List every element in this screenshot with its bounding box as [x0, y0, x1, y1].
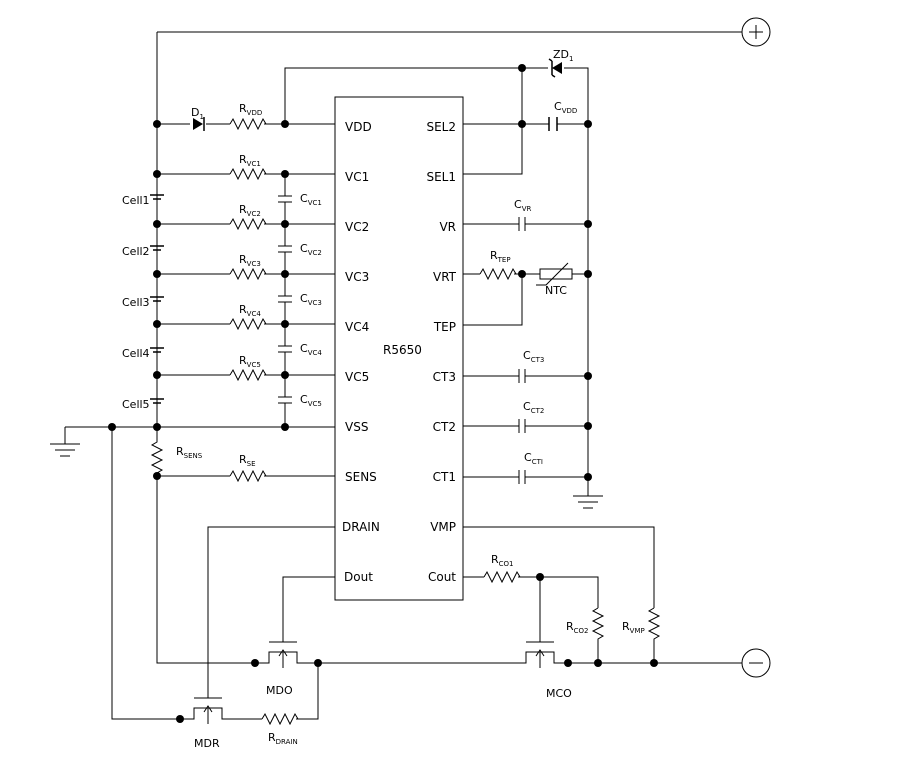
resistor-rdrain	[261, 712, 299, 726]
ic-body	[334, 96, 464, 601]
positive-terminal	[741, 17, 771, 47]
label-d1: D1	[191, 106, 204, 121]
label-rvmp: RVMP	[622, 620, 645, 635]
pin-vdd: VDD	[345, 120, 372, 134]
label-rvc4: RVC4	[239, 303, 261, 318]
ground-left	[50, 427, 80, 457]
label-rvdd: RVDD	[239, 102, 262, 117]
resistor-rsens	[150, 427, 164, 476]
ground-right	[573, 478, 603, 509]
label-mdo: MDO	[266, 684, 293, 697]
pin-sens: SENS	[345, 470, 377, 484]
label-cvc1: CVC1	[300, 192, 322, 207]
zener-zd1	[548, 58, 562, 78]
resistor-rtep	[479, 267, 517, 281]
mdr-line	[111, 427, 319, 720]
cell2-label: Cell2	[122, 245, 150, 258]
dout-line	[282, 576, 335, 642]
drain-line	[207, 526, 335, 698]
pin-vmp: VMP	[430, 520, 456, 534]
ic-name: R5650	[383, 343, 422, 357]
pin-vc5: VC5	[345, 370, 369, 384]
capacitor-cct1	[518, 470, 526, 484]
label-cct2: CCT2	[523, 400, 544, 415]
pin-vss: VSS	[345, 420, 368, 434]
mdo-arrow	[278, 649, 288, 668]
label-rse: RSE	[239, 453, 256, 468]
label-rvc2: RVC2	[239, 203, 261, 218]
vc-junctions	[108, 170, 289, 431]
resistor-rco1	[483, 570, 521, 584]
label-rco1: RCO1	[491, 553, 514, 568]
vc-lines	[65, 173, 335, 428]
pin-ct1: CT1	[433, 470, 456, 484]
capacitor-cvdd	[548, 117, 558, 131]
label-rdrain: RDRAIN	[268, 731, 298, 746]
pin-tep: TEP	[433, 320, 456, 334]
cell5-label: Cell5	[122, 398, 150, 411]
cell1-label: Cell1	[122, 194, 150, 207]
cout-line	[463, 576, 599, 608]
label-zd1: ZD1	[553, 48, 573, 63]
label-rco2: RCO2	[566, 620, 589, 635]
mdr-arrow	[203, 705, 213, 724]
label-cvc2: CVC2	[300, 242, 322, 257]
label-ntc: NTC	[545, 284, 567, 297]
label-rvc3: RVC3	[239, 253, 261, 268]
label-rvc5: RVC5	[239, 354, 261, 369]
ic-left-pins: VDD VC1 VC2 VC3 VC4 VC5 VSS SENS DRAIN D…	[342, 120, 380, 584]
label-cvr: CVR	[514, 198, 531, 213]
vc-resistors	[229, 167, 267, 382]
label-cct3: CCT3	[523, 349, 544, 364]
vmp-line	[463, 526, 655, 608]
capacitor-cvr	[518, 217, 526, 231]
pin-ct2: CT2	[433, 420, 456, 434]
pin-drain: DRAIN	[342, 520, 380, 534]
pin-vc1: VC1	[345, 170, 369, 184]
label-mdr: MDR	[194, 737, 220, 750]
label-cvdd: CVDD	[554, 100, 577, 115]
negative-terminal	[741, 648, 771, 678]
capacitor-cct2	[518, 419, 526, 433]
tep-line	[463, 274, 523, 326]
label-cvc5: CVC5	[300, 393, 322, 408]
pin-vc3: VC3	[345, 270, 369, 284]
label-rsens: RSENS	[176, 445, 203, 460]
cell-stack	[150, 194, 164, 404]
pin-cout: Cout	[428, 570, 456, 584]
pin-dout: Dout	[344, 570, 373, 584]
resistor-rvdd	[229, 117, 267, 131]
label-rvc1: RVC1	[239, 153, 261, 168]
label-mco: MCO	[546, 687, 572, 700]
sel1-line	[463, 68, 523, 175]
pin-sel1: SEL1	[426, 170, 456, 184]
resistor-rse	[229, 469, 267, 483]
label-cvc3: CVC3	[300, 292, 322, 307]
pin-vr: VR	[439, 220, 456, 234]
cell3-label: Cell3	[122, 296, 150, 309]
pin-sel2: SEL2	[426, 120, 456, 134]
ic-right-pins: SEL2 SEL1 VR VRT TEP CT3 CT2 CT1 VMP Cou…	[426, 120, 456, 584]
thermistor-ntc	[536, 262, 573, 286]
pin-vc4: VC4	[345, 320, 369, 334]
pin-vc2: VC2	[345, 220, 369, 234]
resistor-rco2	[591, 607, 605, 663]
pin-ct3: CT3	[433, 370, 456, 384]
label-rtep: RTEP	[490, 249, 511, 264]
diode-d1	[193, 117, 205, 131]
vc-capacitors	[278, 174, 292, 427]
zd-rail	[284, 67, 589, 478]
capacitor-cct3	[518, 369, 526, 383]
resistor-rvmp	[647, 607, 661, 663]
mco-arrow	[535, 649, 545, 668]
pin-vrt: VRT	[433, 270, 457, 284]
label-cvc4: CVC4	[300, 342, 322, 357]
cell4-label: Cell4	[122, 347, 150, 360]
label-cct1: CCTI	[524, 451, 543, 466]
